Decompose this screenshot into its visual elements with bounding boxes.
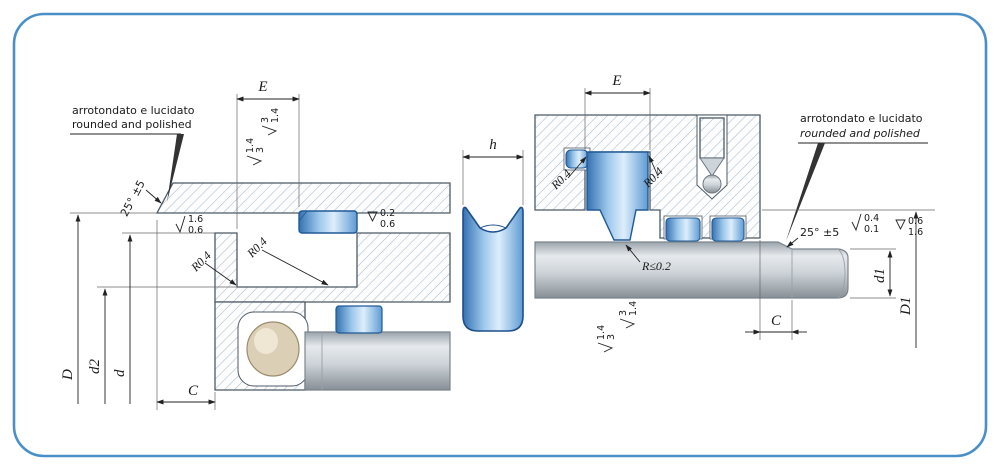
triangle-finish-icon (895, 219, 906, 231)
angle-leader (786, 237, 799, 248)
left-dim-d2: d2 (87, 286, 237, 404)
roughness-value: 1.4 (596, 325, 607, 340)
piston-seal (298, 210, 358, 234)
angle-leader (145, 189, 162, 204)
dim-label-d1: d1 (872, 268, 888, 283)
wear-ring (335, 305, 383, 334)
roughness-value: 3 (618, 310, 629, 316)
roughness-symbol-icon (597, 342, 614, 353)
dim-label-d: d (112, 369, 128, 377)
annotation-italian: arrotondato e lucidato (800, 112, 923, 125)
radius-leader (204, 262, 237, 286)
rod-end-curve (837, 248, 846, 299)
dim-label-C: C (771, 313, 782, 329)
seal-cross-section (462, 206, 524, 332)
triangle-finish-icon (367, 211, 378, 223)
right-dim-C: C (745, 240, 807, 340)
annotation-english: rounded and polished (72, 118, 192, 131)
valve-cone (699, 157, 725, 177)
annotation-english: rounded and polished (800, 127, 921, 140)
left-dim-E: E (236, 79, 300, 229)
rod-seal (586, 151, 649, 241)
roughness-groove-wall-2: 3 1.4 (618, 301, 639, 329)
dim-label-D: D (60, 369, 76, 381)
roughness-value: 0.6 (380, 219, 395, 230)
valve-ball (702, 174, 722, 194)
roughness-value: 0.2 (380, 208, 395, 219)
rod (534, 241, 849, 299)
right-annotation: arrotondato e lucidato rounded and polis… (786, 112, 928, 241)
dim-label-C: C (188, 383, 199, 399)
roughness-groove-wall-1: 1.4 3 (596, 325, 617, 353)
middle-dim-h: h (462, 137, 524, 205)
roughness-chamfer: 0.4 0.1 (851, 213, 879, 235)
roughness-bore: 1.6 0.6 (175, 214, 203, 236)
seal-lip-detail (479, 224, 507, 229)
left-dim-d: d (112, 232, 215, 404)
radius-leader (625, 244, 641, 263)
roughness-symbol-icon (261, 125, 278, 136)
roughness-groove-wall-2: 3 1.4 (260, 108, 281, 136)
roughness-value: 3 (260, 117, 271, 123)
radius-leader (567, 156, 587, 179)
seal-lip-line (298, 210, 308, 222)
dim-label-d2: d2 (87, 359, 103, 375)
roughness-value: 3 (255, 147, 266, 153)
left-section-view: arrotondato e lucidato rounded and polis… (60, 79, 451, 410)
roughness-value: 3 (606, 334, 617, 340)
roughness-symbol-icon (851, 213, 862, 232)
roughness-symbol-icon (246, 155, 263, 166)
annotation-italian: arrotondato e lucidato (72, 104, 195, 117)
annotation-leader (786, 143, 825, 241)
roughness-value: 1.4 (245, 138, 256, 153)
seal-profile: h (462, 137, 524, 332)
piston-rod (304, 331, 451, 391)
roughness-symbol-icon (175, 215, 186, 234)
left-dim-D: D (60, 212, 157, 404)
annotation-leader (167, 134, 184, 202)
right-chamfer-angle: 25° ±5 (786, 226, 839, 248)
right-radius-3: R≤0.2 (625, 244, 671, 273)
wiper-seal-1 (665, 217, 701, 242)
radius-label: R≤0.2 (641, 259, 671, 273)
dim-label-E: E (611, 73, 621, 89)
radius-leader (648, 155, 659, 177)
roughness-value: 1.6 (188, 214, 203, 225)
roughness-symbol-icon (619, 318, 636, 329)
wiper-seal-2 (711, 217, 745, 242)
roughness-value: 0.4 (864, 213, 879, 224)
right-dim-D1: D1 (898, 211, 919, 348)
valve-plug (699, 117, 725, 159)
roughness-value: 0.1 (864, 224, 879, 235)
left-annotation: arrotondato e lucidato rounded and polis… (70, 104, 195, 202)
right-dim-E: E (584, 73, 651, 150)
roughness-groove-wall-1: 1.4 3 (245, 138, 266, 166)
right-dim-d1: d1 (850, 248, 896, 299)
radius-leader (261, 249, 329, 286)
cylinder-wall (155, 182, 451, 214)
roughness-value: 1.4 (270, 108, 281, 123)
ball-joint-highlight (254, 328, 278, 354)
dim-label-D1: D1 (898, 297, 914, 316)
angle-label: 25° ±5 (800, 226, 839, 239)
roughness-value: 1.4 (628, 301, 639, 316)
roughness-value: 0.6 (188, 225, 203, 236)
right-section-view: E R0.4 R0.4 R≤0.2 1.4 3 3 1.4 arro (534, 73, 935, 353)
roughness-groove-bottom: 0.2 0.6 (367, 208, 395, 230)
dim-label-h: h (489, 137, 497, 153)
dim-label-E: E (257, 79, 267, 95)
left-dim-C: C (156, 220, 216, 410)
